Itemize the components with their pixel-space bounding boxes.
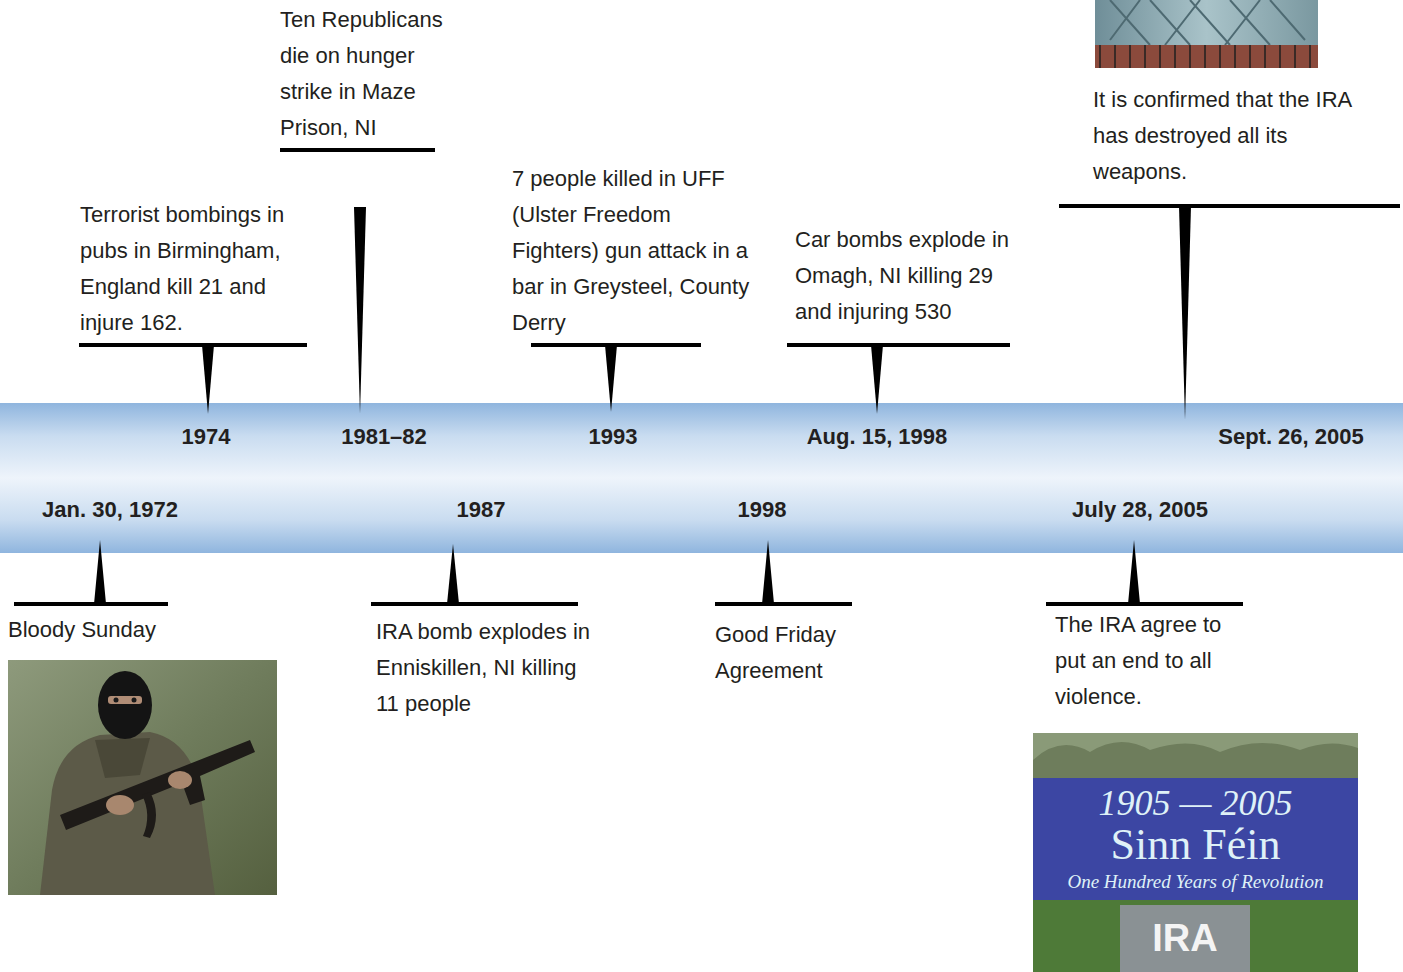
event-bar <box>371 602 578 606</box>
trees <box>1033 733 1358 972</box>
date-label: 1987 <box>371 492 591 528</box>
event-label: 7 people killed in UFF (Ulster Freedom F… <box>512 161 752 341</box>
brick-wall <box>1095 45 1318 68</box>
date-label: 1998 <box>652 492 872 528</box>
label-slot: Bloody Sunday <box>8 612 228 648</box>
event-spike <box>447 544 459 604</box>
event-label: Terrorist bombings in pubs in Birmingham… <box>80 197 322 341</box>
date-slot: Jan. 30, 1972 <box>0 492 220 528</box>
date-slot: Sept. 26, 2005 <box>1181 419 1401 455</box>
label-slot: Terrorist bombings in pubs in Birmingham… <box>80 197 322 341</box>
event-spike <box>202 345 214 414</box>
date-slot: July 28, 2005 <box>1030 492 1250 528</box>
event-label: Car bombs explode in Omagh, NI killing 2… <box>795 222 1017 330</box>
painted-wall <box>1033 778 1358 902</box>
eye-slit <box>108 696 142 704</box>
event-spike <box>871 345 883 414</box>
wall-painting-text: One Hundred Years of Revolution <box>1033 870 1358 894</box>
rifle <box>60 740 255 830</box>
event-label: Bloody Sunday <box>8 612 228 648</box>
date-label: 1993 <box>503 419 723 455</box>
event-bar <box>1059 204 1400 208</box>
label-slot: Good Friday Agreement <box>715 617 867 689</box>
hand <box>106 795 134 815</box>
label-slot: It is confirmed that the IRA has destroy… <box>1093 82 1373 190</box>
date-slot: 1987 <box>371 492 591 528</box>
event-label: It is confirmed that the IRA has destroy… <box>1093 82 1373 190</box>
event-markers <box>14 148 1400 606</box>
wall-painting-text: 1905 — 2005 <box>1033 783 1358 823</box>
date-label: Aug. 15, 1998 <box>767 419 987 455</box>
label-slot: The IRA agree to put an end to all viole… <box>1055 607 1251 715</box>
label-slot: 1905 — 2005 <box>1033 783 1358 823</box>
event-spike <box>1128 540 1140 604</box>
box-graffiti: IRA <box>1120 916 1250 960</box>
fence-bars <box>1100 45 1310 68</box>
date-slot: 1974 <box>96 419 316 455</box>
label-slot: IRA <box>1120 916 1250 960</box>
glass-facade <box>1095 0 1318 68</box>
date-label: 1981–82 <box>274 419 494 455</box>
label-slot: 7 people killed in UFF (Ulster Freedom F… <box>512 161 752 341</box>
label-slot: Sinn Féin <box>1033 822 1358 868</box>
photo-background <box>8 660 277 895</box>
event-spike <box>354 207 366 414</box>
event-spike <box>94 540 106 604</box>
balaclava <box>98 671 152 739</box>
date-label: July 28, 2005 <box>1030 492 1250 528</box>
label-slot: IRA bomb explodes in Enniskillen, NI kil… <box>376 614 600 722</box>
event-bar <box>280 148 435 152</box>
date-label: Jan. 30, 1972 <box>0 492 220 528</box>
event-bar <box>1046 602 1243 606</box>
tree-tops <box>1033 733 1358 760</box>
hand <box>168 771 192 789</box>
date-label: Sept. 26, 2005 <box>1181 419 1401 455</box>
utility-box <box>1120 905 1250 972</box>
date-slot: 1998 <box>652 492 872 528</box>
event-label: Ten Republicans die on hunger strike in … <box>280 2 470 146</box>
grass <box>1033 900 1358 972</box>
date-slot: 1993 <box>503 419 723 455</box>
date-slot: 1981–82 <box>274 419 494 455</box>
date-label: 1974 <box>96 419 316 455</box>
timeline-band: 19741981–821993 Aug. 15, 1998 Sept. 26, 20… <box>0 403 1403 553</box>
event-bar <box>79 343 307 347</box>
glass-frame <box>1110 0 1305 45</box>
label-slot: Car bombs explode in Omagh, NI killing 2… <box>795 222 1017 330</box>
rifle-magazine <box>142 792 156 838</box>
gunman-photo <box>8 660 277 895</box>
event-bar <box>787 343 1010 347</box>
label-slot: One Hundred Years of Revolution <box>1033 870 1358 894</box>
event-bar <box>14 602 168 606</box>
wall-photo <box>1033 733 1358 972</box>
building-photo <box>1095 0 1318 68</box>
event-label: Good Friday Agreement <box>715 617 867 689</box>
label-slot: Ten Republicans die on hunger strike in … <box>280 2 470 146</box>
eye <box>114 698 119 703</box>
date-slot: Aug. 15, 1998 <box>767 419 987 455</box>
event-label: The IRA agree to put an end to all viole… <box>1055 607 1251 715</box>
event-label: IRA bomb explodes in Enniskillen, NI kil… <box>376 614 600 722</box>
event-spike <box>762 540 774 604</box>
event-spike <box>1179 206 1191 420</box>
event-bar <box>715 602 852 606</box>
wall-painting-text: Sinn Féin <box>1033 822 1358 868</box>
collar <box>95 738 150 778</box>
event-spike <box>605 345 617 412</box>
eye <box>132 698 137 703</box>
